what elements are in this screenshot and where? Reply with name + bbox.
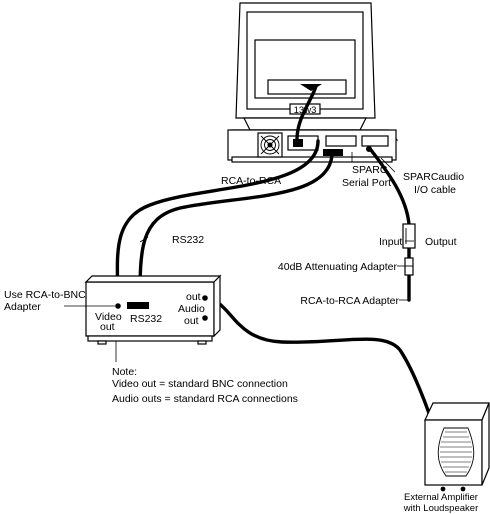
sparc-serial-port-label-line1: SPARC (352, 164, 388, 176)
rca-to-rca-top-label: RCA-to-RCA (221, 175, 281, 187)
video-device-box-icon (84, 274, 222, 345)
rca-to-bnc-label-line2: Adapter (4, 301, 41, 313)
rs232-port-label: RS232 (130, 313, 162, 325)
audio-adapters (402, 223, 416, 276)
out-port-label: out (186, 291, 201, 303)
rca-to-rca-cable (115, 139, 320, 308)
note-line-video: Video out = standard BNC connection (112, 378, 288, 390)
audio-out-label-line2: out (184, 315, 199, 327)
sparcaudio-label-line1: SPARCaudio (403, 171, 464, 183)
cooling-fan-icon (257, 132, 283, 158)
audio-out-label-line1: Audio (178, 303, 205, 315)
external-amplifier-label-line1: External Amplifier (404, 492, 478, 503)
cables (115, 84, 447, 462)
rs232-cable-label: RS232 (172, 234, 204, 246)
sparc-serial-port-label-line2: Serial Port (342, 177, 391, 189)
output-label: Output (425, 236, 457, 248)
note-title: Note: (112, 366, 137, 378)
input-label: Input (379, 236, 402, 248)
speaker-cable (203, 296, 447, 462)
video-out-label-line2: out (100, 321, 115, 333)
attenuating-adapter-label: 40dB Attenuating Adapter (278, 261, 398, 273)
rca-to-bnc-label-line1: Use RCA-to-BNC (4, 289, 86, 301)
sparcaudio-io-cable (369, 148, 411, 226)
rca-to-rca-adapter-label: RCA-to-RCA Adapter (300, 295, 399, 307)
crt-monitor-icon: 13w3 (235, 2, 376, 131)
note-line-audio: Audio outs = standard RCA connections (112, 393, 298, 405)
leader-lines (64, 152, 414, 362)
external-amplifier-label-line2: with Loudspeaker (403, 503, 478, 514)
sparcaudio-label-line2: I/O cable (414, 184, 456, 196)
loudspeaker-icon (424, 402, 490, 492)
rs232-cable (138, 152, 334, 305)
video-out-label-line1: Video (95, 311, 122, 323)
video-cable (295, 84, 318, 141)
